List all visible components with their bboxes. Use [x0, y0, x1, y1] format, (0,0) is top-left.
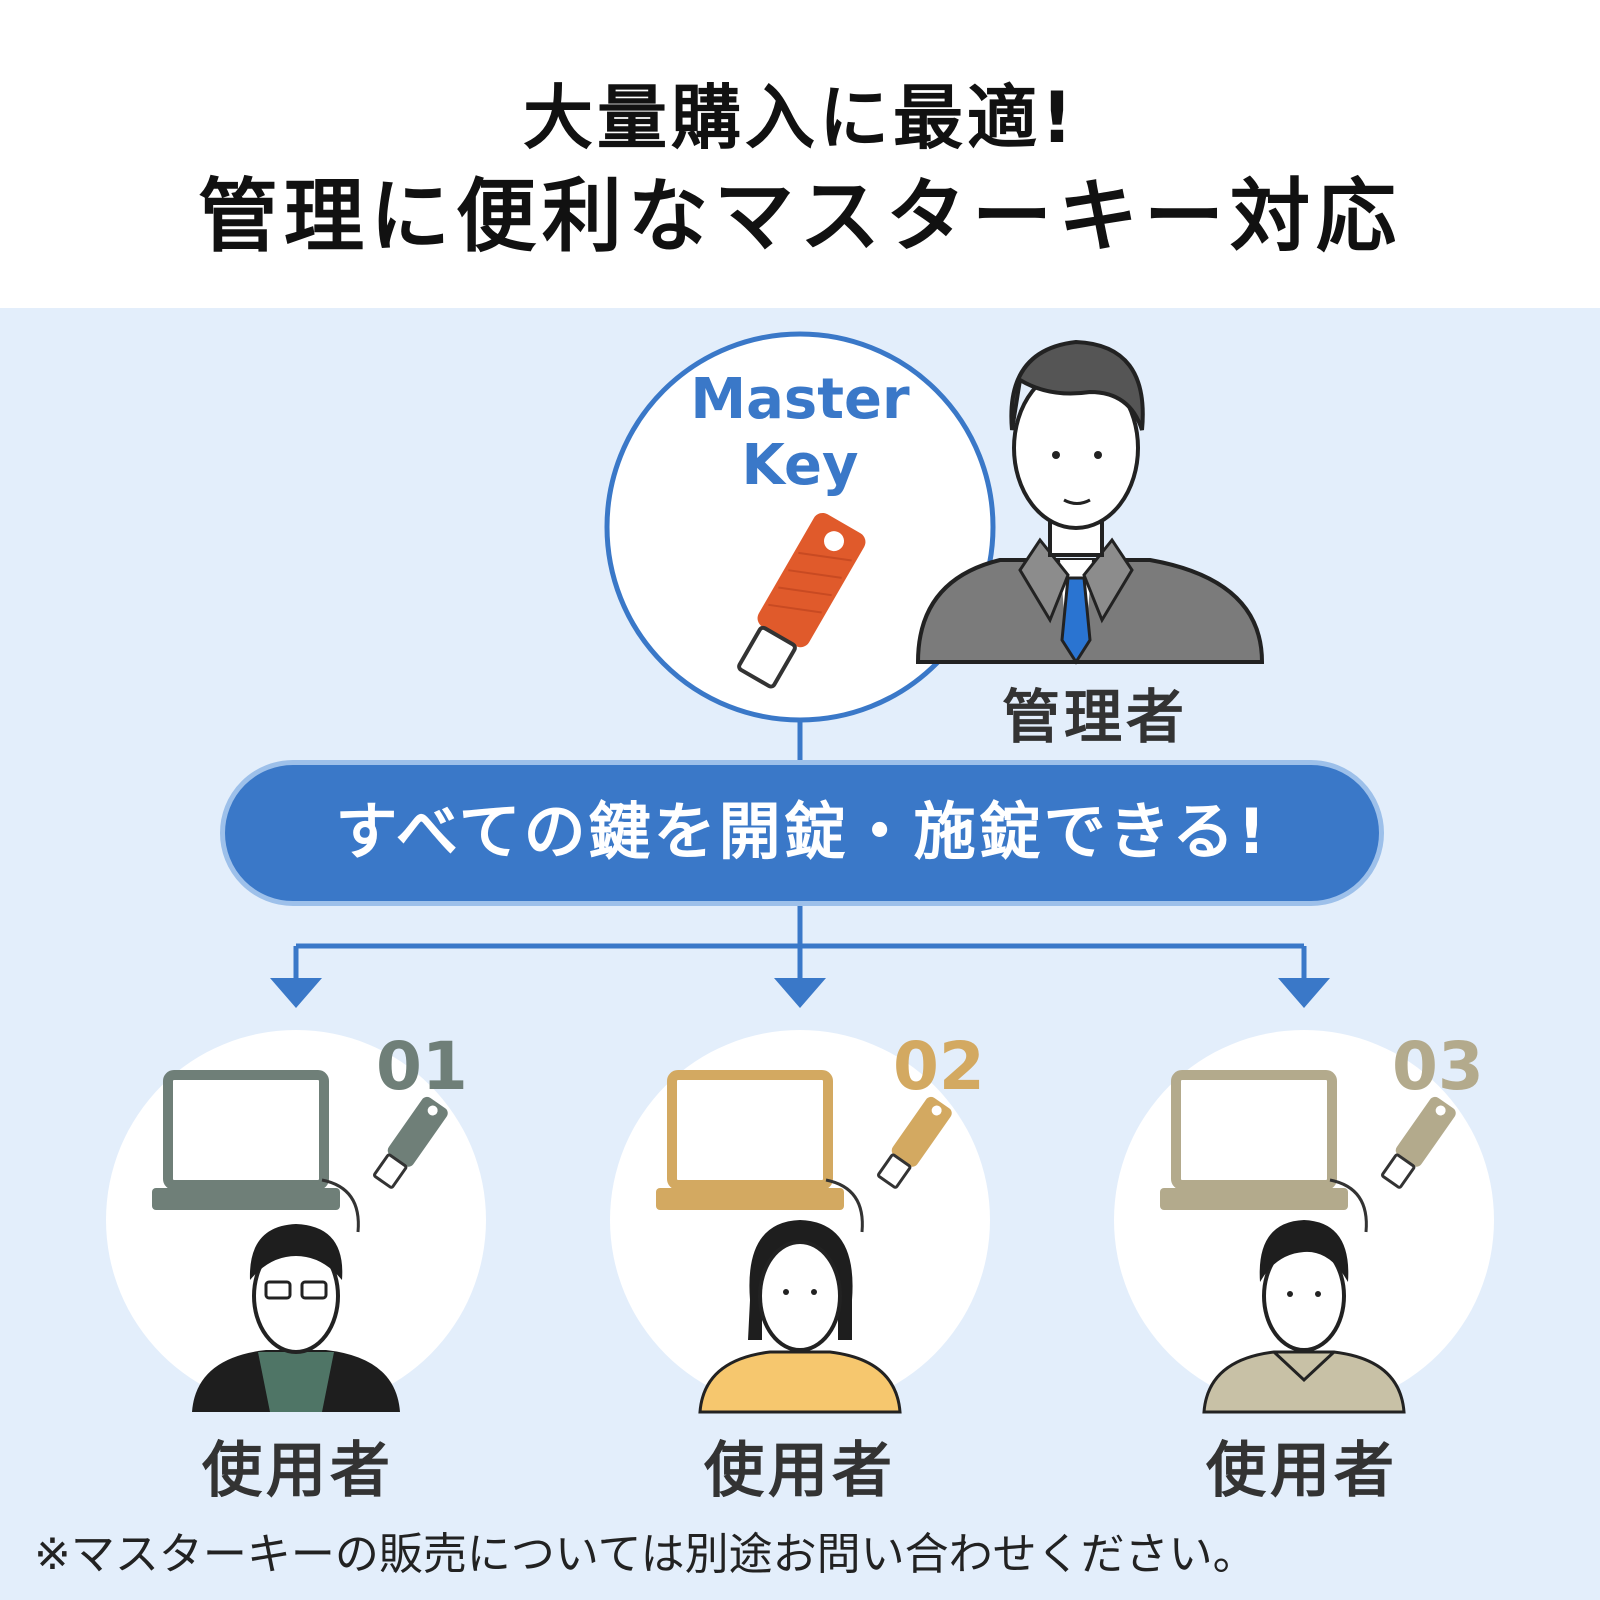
user-label-01: 使用者 [202, 1436, 394, 1506]
usb-key-icon [373, 1096, 448, 1189]
admin-label: 管理者 [1001, 683, 1188, 751]
laptop-icon [163, 1070, 329, 1190]
user-card-02 [610, 1030, 990, 1414]
master-key-label: Master Key [690, 367, 910, 498]
arrow-down-icon [1278, 978, 1330, 1008]
arrow-down-icon [774, 978, 826, 1008]
user-number-03: 03 [1392, 1028, 1484, 1105]
admin-avatar [915, 339, 1265, 665]
laptop-icon [1171, 1070, 1337, 1190]
user-number-01: 01 [376, 1028, 468, 1105]
unlock-banner: すべての鍵を開錠・施錠できる! [220, 760, 1384, 906]
page-title-line1: 大量購入に最適! [523, 77, 1077, 159]
arrow-down-icon [270, 978, 322, 1008]
footnote: ※マスターキーの販売については別途お問い合わせください。 [34, 1529, 1257, 1580]
connector-lines [293, 720, 1307, 978]
user-label-03: 使用者 [1206, 1436, 1398, 1506]
laptop-icon [667, 1070, 833, 1190]
header: 大量購入に最適! 管理に便利なマスターキー対応 [0, 0, 1600, 308]
master-key-usb-icon [737, 512, 866, 689]
user-body [698, 1350, 902, 1414]
master-key-circle [604, 331, 996, 723]
user-card-03 [1114, 1030, 1494, 1414]
user-number-02: 02 [893, 1028, 985, 1105]
usb-key-icon [1381, 1096, 1456, 1189]
user-card-01 [106, 1030, 486, 1412]
user-label-02: 使用者 [704, 1436, 896, 1506]
usb-key-icon [877, 1096, 952, 1189]
page-title-line2: 管理に便利なマスターキー対応 [198, 170, 1402, 263]
